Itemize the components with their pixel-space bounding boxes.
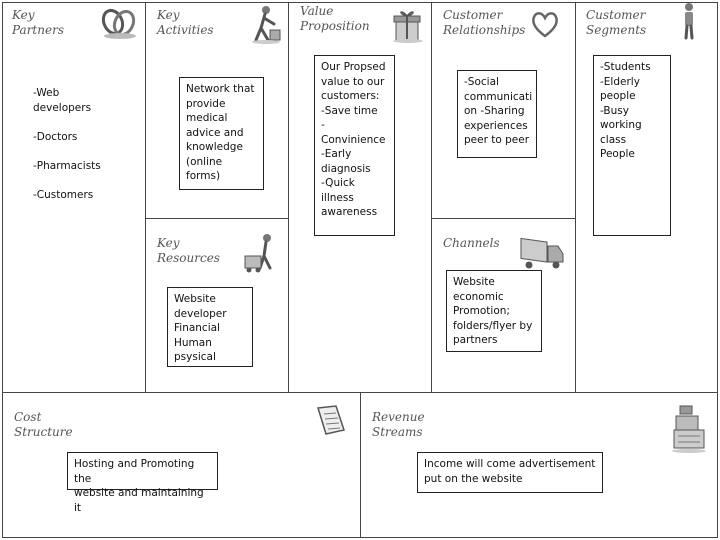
- price-tag-icon: [312, 402, 348, 438]
- customer-segments-title: Customer Segments: [586, 8, 647, 37]
- key-resources-title: Key Resources: [157, 236, 220, 265]
- person-standing-icon: [680, 2, 698, 40]
- channels-title: Channels: [443, 236, 500, 250]
- linked-rings-icon: [98, 6, 140, 40]
- key-resources-note: Website developer Financial Human psysic…: [167, 287, 253, 367]
- key-partners-title: Key Partners: [12, 8, 64, 37]
- value-proposition-title: Value Proposition: [300, 4, 370, 33]
- cost-structure-note: Hosting and Promoting the website and ma…: [67, 452, 218, 514]
- customer-segments-note: -Students -Elderly people -Busy working …: [593, 55, 671, 236]
- cash-register-icon: [670, 404, 710, 454]
- worker-cart-icon: [242, 232, 280, 274]
- delivery-truck-icon: [518, 232, 566, 270]
- worker-pushing-icon: [248, 4, 282, 44]
- customer-relationships-note: -Social communicati on -Sharing experien…: [457, 70, 537, 158]
- revenue-streams-title: Revenue Streams: [372, 410, 425, 439]
- customer-relationships-title: Customer Relationships: [443, 8, 526, 37]
- key-activities-note: Network that provide medical advice and …: [179, 77, 264, 190]
- heart-icon: [530, 8, 560, 40]
- key-partners-list: -Web developers -Doctors -Pharmacists -C…: [33, 87, 101, 201]
- key-activities-title: Key Activities: [157, 8, 214, 37]
- revenue-streams-note: Income will come advertisement put on th…: [417, 452, 603, 493]
- value-proposition-note: Our Propsed value to our customers: -Sav…: [314, 55, 395, 236]
- cost-structure-title: Cost Structure: [14, 410, 73, 439]
- key-partners-cell: [2, 2, 146, 393]
- gift-box-icon: [390, 6, 426, 44]
- channels-note: Website economic Promotion; folders/flye…: [446, 270, 542, 352]
